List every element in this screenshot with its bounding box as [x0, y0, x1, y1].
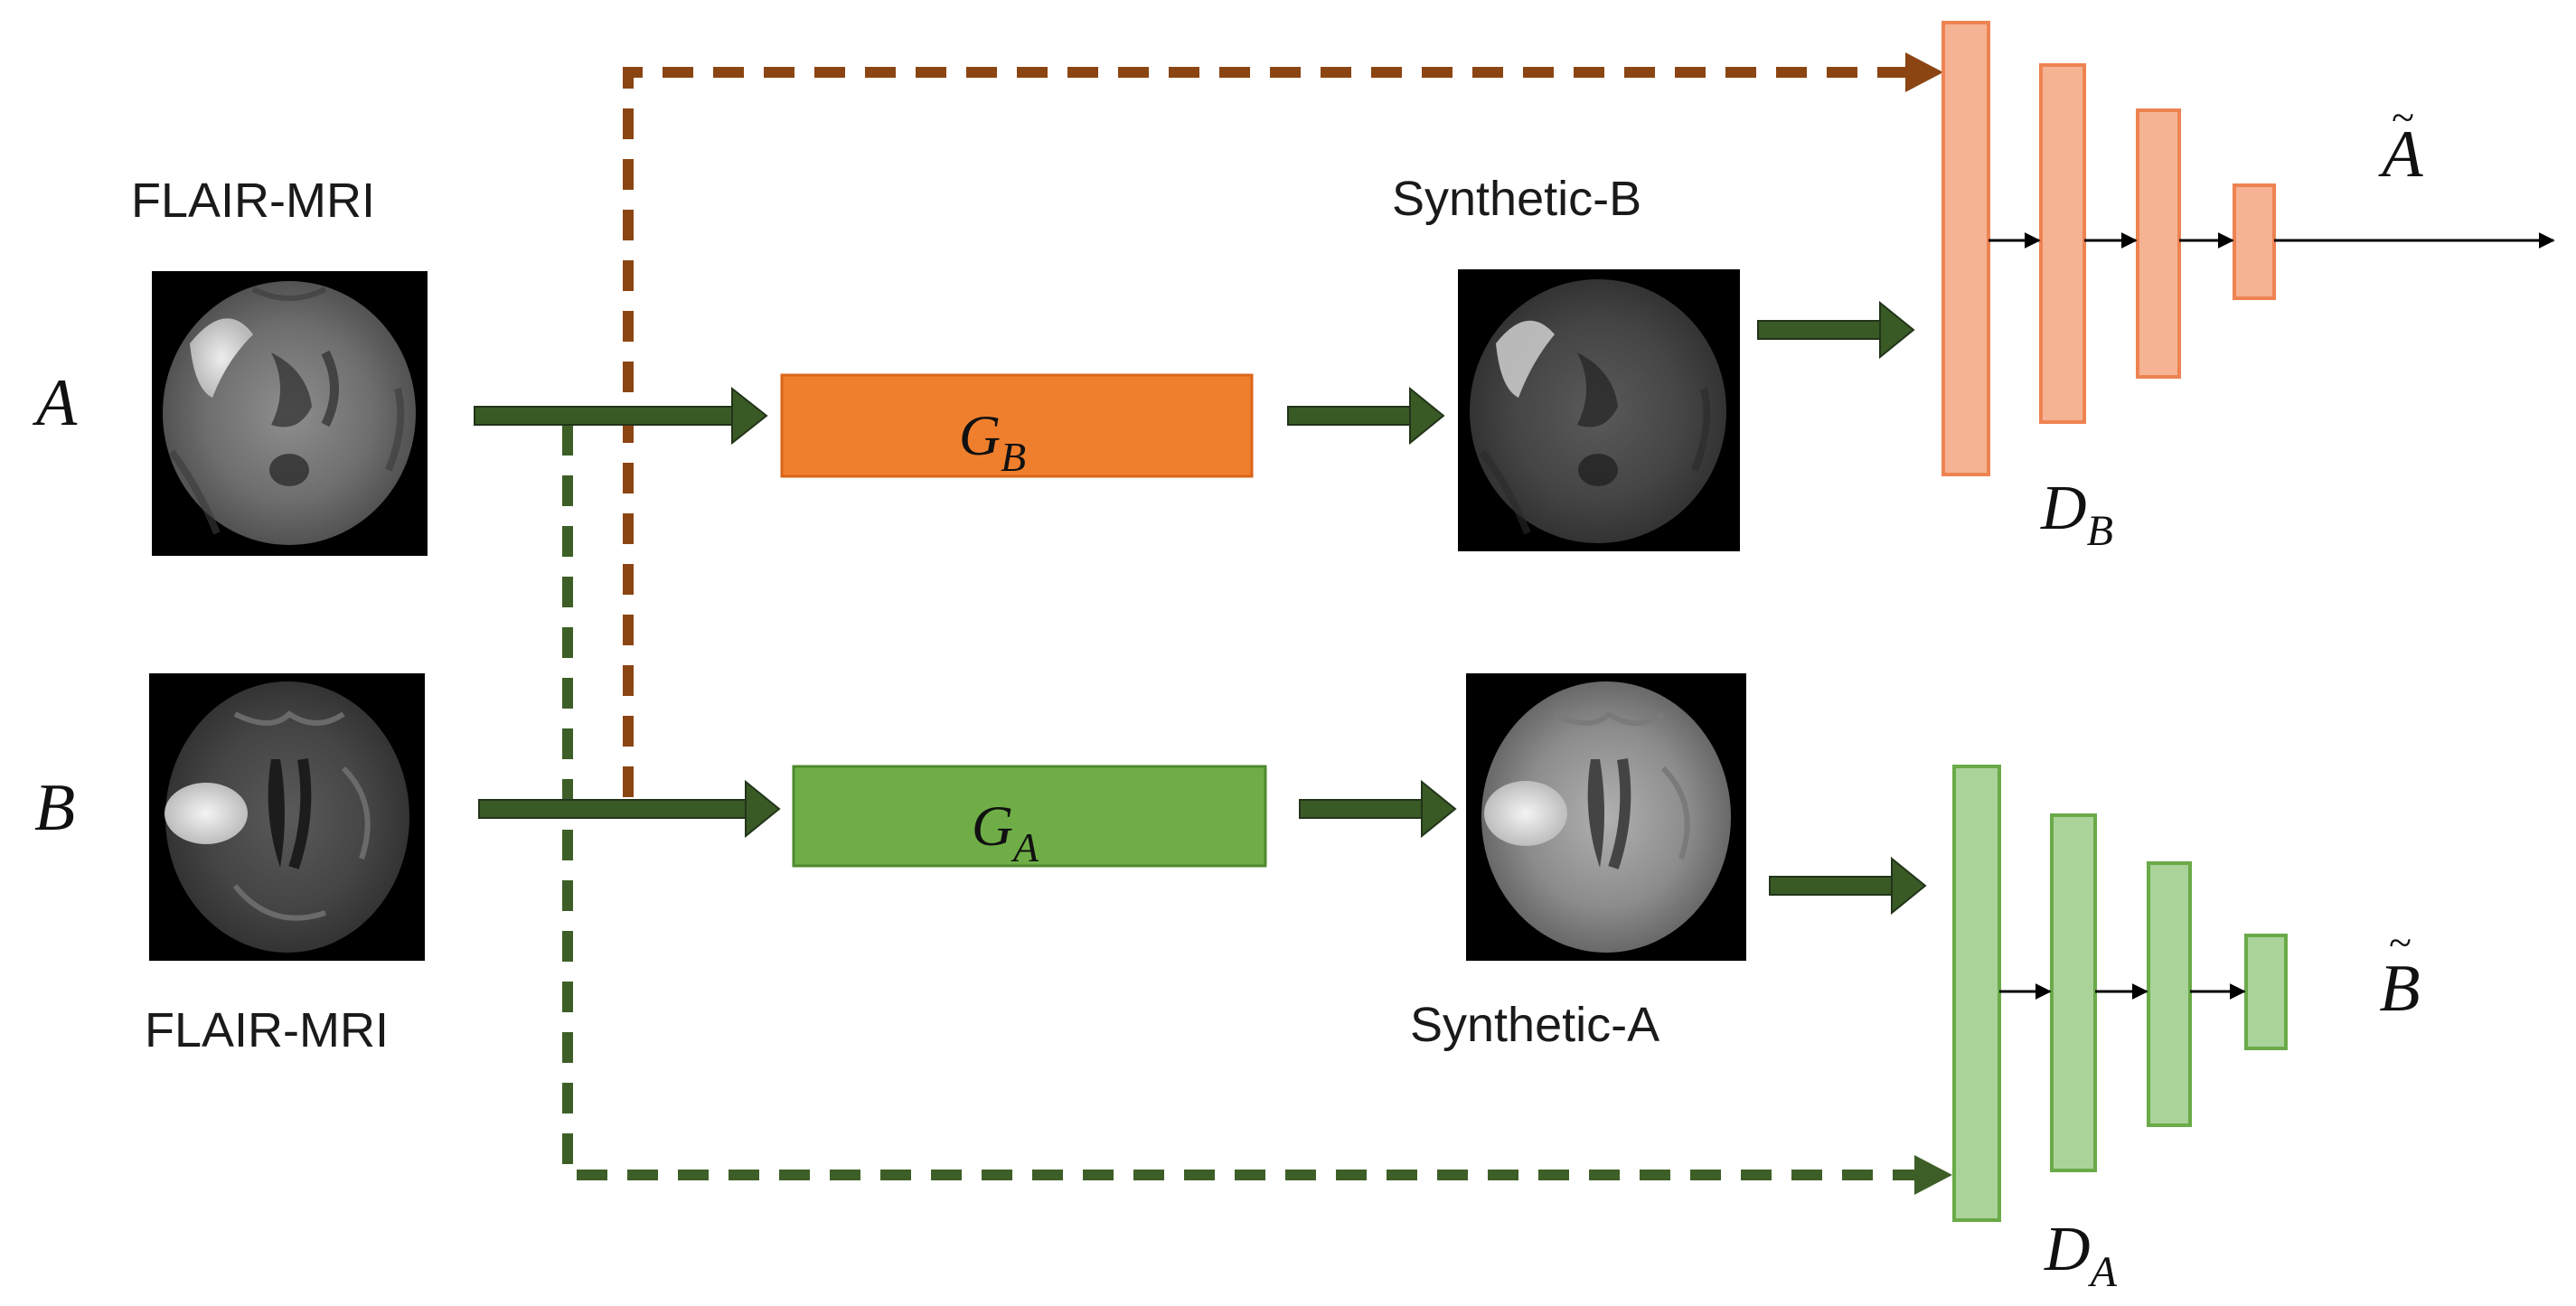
discriminator-d-b-label: DB	[2040, 474, 2113, 555]
mri-image-b	[149, 673, 425, 961]
arrow-b-to-gen-a	[478, 779, 781, 839]
svg-text:~: ~	[2392, 94, 2414, 140]
dashed-path-real-b-to-disc-b	[623, 67, 1912, 797]
input-a-caption: FLAIR-MRI	[131, 174, 375, 228]
input-a-variable: A	[32, 366, 78, 440]
disc-a-layer-4	[2244, 934, 2288, 1050]
arrow-synthetic-b-to-disc-b	[1757, 300, 1915, 360]
generator-g-a-label: GA	[972, 794, 1039, 870]
arrow-gen-a-to-synthetic-a	[1299, 779, 1457, 839]
disc-a-layer-3	[2147, 861, 2192, 1127]
generator-g-b-label: GB	[959, 403, 1026, 480]
disc-a-layer-1	[1952, 765, 2001, 1222]
disc-b-layer-2	[2039, 63, 2086, 424]
disc-b-layer-4	[2233, 183, 2276, 300]
arrow-gen-b-to-synthetic-b	[1287, 386, 1445, 446]
discriminator-d-b	[1941, 21, 2555, 476]
generator-g-b-box	[780, 373, 1254, 478]
discriminator-d-a-label: DA	[2044, 1215, 2118, 1296]
mri-image-a	[152, 271, 428, 556]
synthetic-a-caption: Synthetic-A	[1410, 998, 1659, 1052]
input-b-caption: FLAIR-MRI	[145, 1003, 389, 1057]
dashed-arrowhead-brown	[1905, 52, 1943, 92]
mri-image-synthetic-a	[1466, 673, 1746, 961]
svg-text:~: ~	[2389, 919, 2411, 965]
svg-text:B: B	[2379, 952, 2420, 1026]
generator-g-a-box	[792, 765, 1267, 868]
disc-b-layer-1	[1941, 21, 1990, 476]
svg-text:A: A	[2377, 117, 2423, 192]
output-b-tilde-label: ~ B	[2379, 919, 2420, 1026]
mri-image-synthetic-b	[1458, 269, 1740, 551]
disc-b-layer-3	[2136, 108, 2181, 379]
disc-a-layer-2	[2050, 813, 2097, 1172]
input-b-variable: B	[34, 771, 75, 845]
discriminator-d-a	[1952, 765, 2288, 1222]
dashed-arrowhead-green	[1914, 1155, 1952, 1195]
output-a-tilde-label: ~ A	[2377, 94, 2423, 192]
arrow-synthetic-a-to-disc-a	[1769, 856, 1927, 916]
synthetic-b-caption: Synthetic-B	[1392, 172, 1641, 226]
arrow-a-to-gen-b	[474, 386, 768, 446]
